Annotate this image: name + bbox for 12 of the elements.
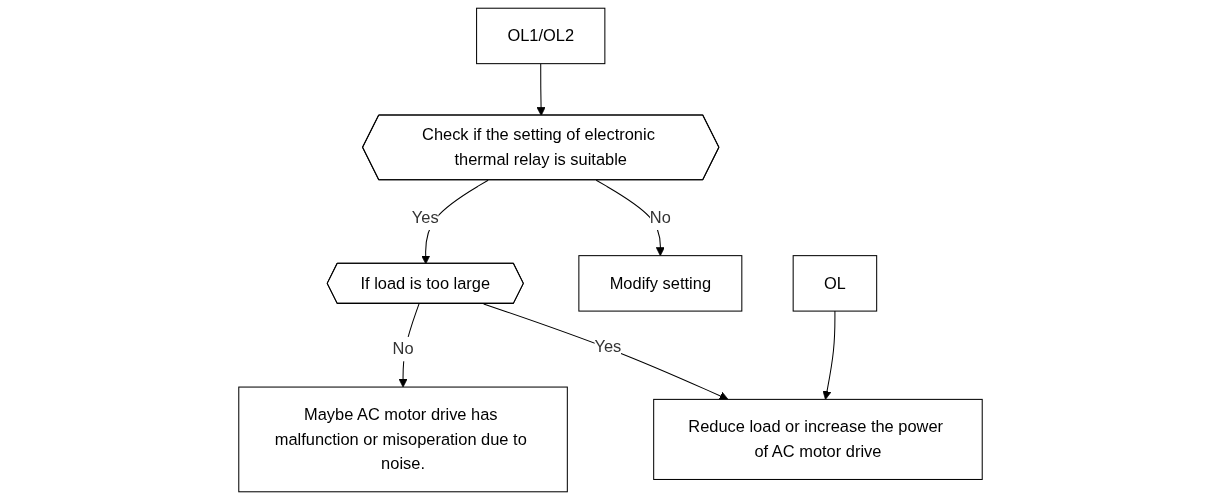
node-box: OL — [792, 255, 878, 312]
edge-label: Yes — [594, 337, 622, 355]
arrow — [536, 63, 546, 116]
edge-label: No — [392, 339, 414, 358]
edge-label: Yes — [411, 208, 439, 226]
node-box: Maybe AC motor drive has malfunction or misoperation due to noise. — [238, 386, 568, 493]
node-box: Modify setting — [578, 255, 743, 312]
node-box: OL1/OL2 — [476, 7, 606, 65]
arrow — [822, 310, 836, 400]
node-box: Reduce load or increase the power of AC motor drive — [653, 398, 983, 480]
edge-label: No — [649, 208, 671, 226]
arrow — [483, 303, 729, 401]
